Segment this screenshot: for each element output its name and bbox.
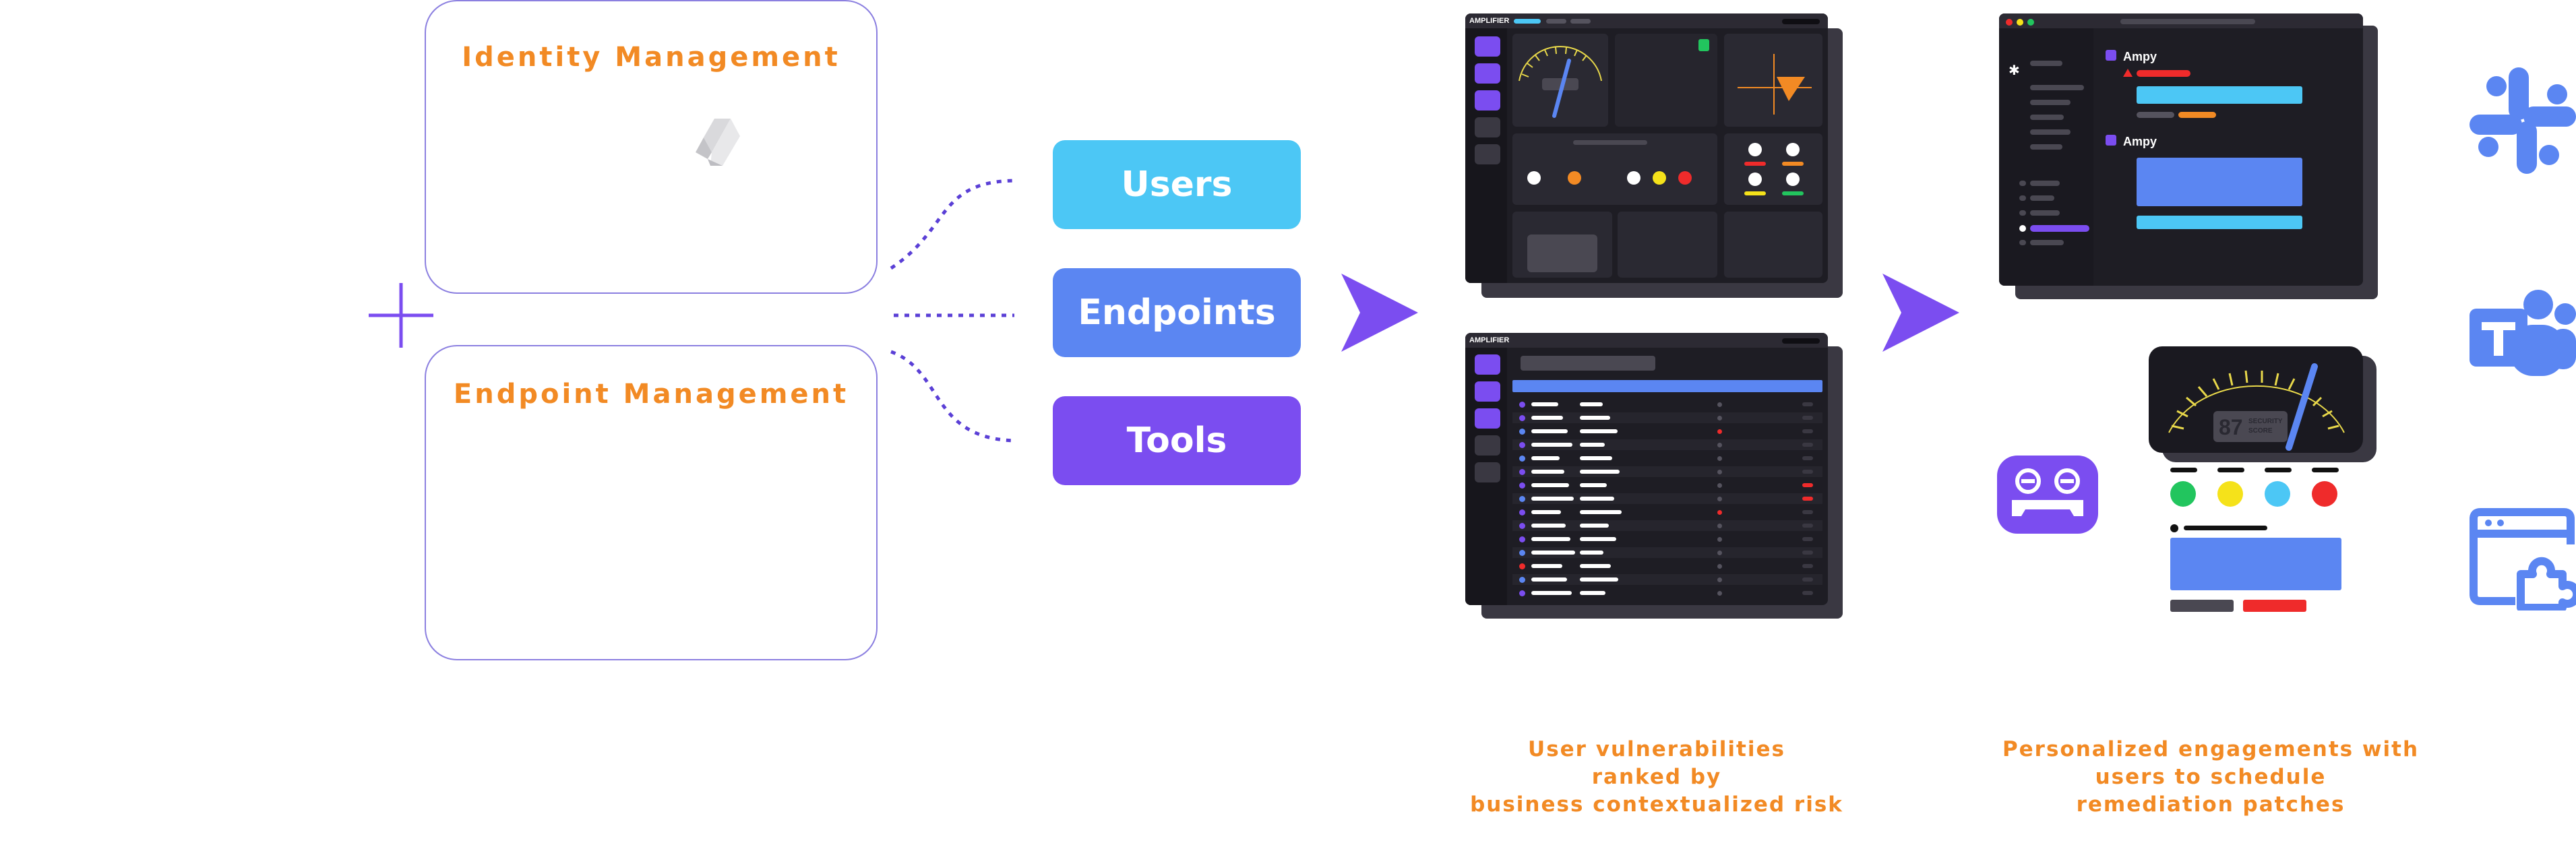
status-dot-red bbox=[2312, 481, 2337, 507]
warning-icon bbox=[2123, 69, 2133, 77]
nav-button[interactable] bbox=[1475, 117, 1500, 137]
table-row[interactable] bbox=[1512, 426, 1822, 437]
connector-tools bbox=[890, 350, 1015, 443]
table-row[interactable] bbox=[1512, 534, 1822, 544]
endpoint-management-box: Endpoint Management bbox=[425, 345, 878, 660]
schedule-card bbox=[2170, 538, 2341, 590]
browser-extension-icon bbox=[2470, 508, 2576, 611]
gauge-card bbox=[1512, 34, 1608, 127]
identity-management-box: Identity Management bbox=[425, 0, 878, 294]
risk-table: AMPLIFIER bbox=[1465, 333, 1828, 605]
secondary-button[interactable] bbox=[2170, 600, 2234, 612]
table-row[interactable] bbox=[1512, 507, 1822, 518]
chat-window: ✱ Ampy Ampy bbox=[1999, 13, 2363, 286]
summary-card-2 bbox=[1618, 212, 1717, 278]
nav-button[interactable] bbox=[1475, 36, 1500, 57]
slack-workspace-icon: ✱ bbox=[2008, 63, 2020, 78]
nav-button[interactable] bbox=[1475, 462, 1500, 482]
score-label-2: SCORE bbox=[2248, 427, 2273, 435]
table-header bbox=[1512, 380, 1822, 392]
status-dot-yellow bbox=[2217, 481, 2243, 507]
risk-dashboard: AMPLIFIER bbox=[1465, 13, 1828, 283]
nav-button[interactable] bbox=[1475, 435, 1500, 456]
plus-icon bbox=[369, 283, 433, 348]
connector-users bbox=[890, 179, 1015, 270]
bot-avatar bbox=[2106, 50, 2116, 61]
nav-button[interactable] bbox=[1475, 63, 1500, 84]
table-row[interactable] bbox=[1512, 588, 1822, 598]
table-search[interactable] bbox=[1521, 356, 1655, 371]
gauge-icon bbox=[1519, 46, 1602, 118]
summary-card-3 bbox=[1724, 212, 1822, 278]
users-pill: Users bbox=[1053, 140, 1301, 229]
status-dot-blue bbox=[2265, 481, 2290, 507]
table-row[interactable] bbox=[1512, 547, 1822, 558]
endpoints-pill: Endpoints bbox=[1053, 268, 1301, 357]
nav-button[interactable] bbox=[1475, 90, 1500, 111]
ampy-robot-icon bbox=[1997, 456, 2098, 534]
bot-name: Ampy bbox=[2123, 50, 2157, 63]
table-row[interactable] bbox=[1512, 453, 1822, 464]
teams-icon bbox=[2470, 290, 2576, 376]
arrow-right-icon bbox=[1882, 274, 1959, 352]
table-row[interactable] bbox=[1512, 561, 1822, 571]
table-row[interactable] bbox=[1512, 399, 1822, 410]
status-card bbox=[1724, 133, 1822, 205]
nav-button[interactable] bbox=[1475, 408, 1500, 429]
message-card bbox=[2137, 158, 2302, 206]
identity-management-title: Identity Management bbox=[462, 42, 840, 73]
message-bubble bbox=[2137, 86, 2302, 104]
bot-avatar bbox=[2106, 135, 2116, 146]
table-row[interactable] bbox=[1512, 520, 1822, 531]
chart-card bbox=[1724, 34, 1822, 127]
bot-name: Ampy bbox=[2123, 135, 2157, 148]
table-row[interactable] bbox=[1512, 412, 1822, 423]
engagement-caption: Personalized engagements with users to s… bbox=[2002, 737, 2420, 817]
summary-card-1 bbox=[1512, 212, 1612, 278]
score-value: 87 bbox=[2219, 415, 2243, 439]
nav-button[interactable] bbox=[1475, 381, 1500, 402]
action-button[interactable] bbox=[2137, 216, 2302, 229]
ranking-caption: User vulnerabilities ranked by business … bbox=[1470, 737, 1843, 817]
nav-button[interactable] bbox=[1475, 354, 1500, 375]
table-row[interactable] bbox=[1512, 439, 1822, 450]
security-score-gauge: 87 SECURITY SCORE bbox=[2149, 346, 2363, 453]
table-row[interactable] bbox=[1512, 574, 1822, 585]
status-dot-green bbox=[2170, 481, 2196, 507]
table-row[interactable] bbox=[1512, 493, 1822, 504]
identity-provider-logo-icon bbox=[696, 119, 740, 166]
dashboard-brand: AMPLIFIER bbox=[1469, 17, 1510, 25]
chat-sidebar: ✱ bbox=[1999, 28, 2093, 286]
primary-button[interactable] bbox=[2243, 600, 2306, 612]
tools-pill: Tools bbox=[1053, 396, 1301, 485]
arrow-right-icon bbox=[1341, 274, 1418, 352]
slack-icon bbox=[2470, 67, 2576, 174]
connector-lines bbox=[890, 179, 1015, 443]
nav-button[interactable] bbox=[1475, 144, 1500, 164]
map-card bbox=[1615, 34, 1717, 127]
score-label-1: SECURITY bbox=[2248, 418, 2283, 425]
endpoint-management-title: Endpoint Management bbox=[453, 379, 849, 410]
table-row[interactable] bbox=[1512, 466, 1822, 477]
severity-card bbox=[1512, 133, 1717, 205]
table-row[interactable] bbox=[1512, 480, 1822, 491]
table-brand: AMPLIFIER bbox=[1469, 336, 1510, 344]
